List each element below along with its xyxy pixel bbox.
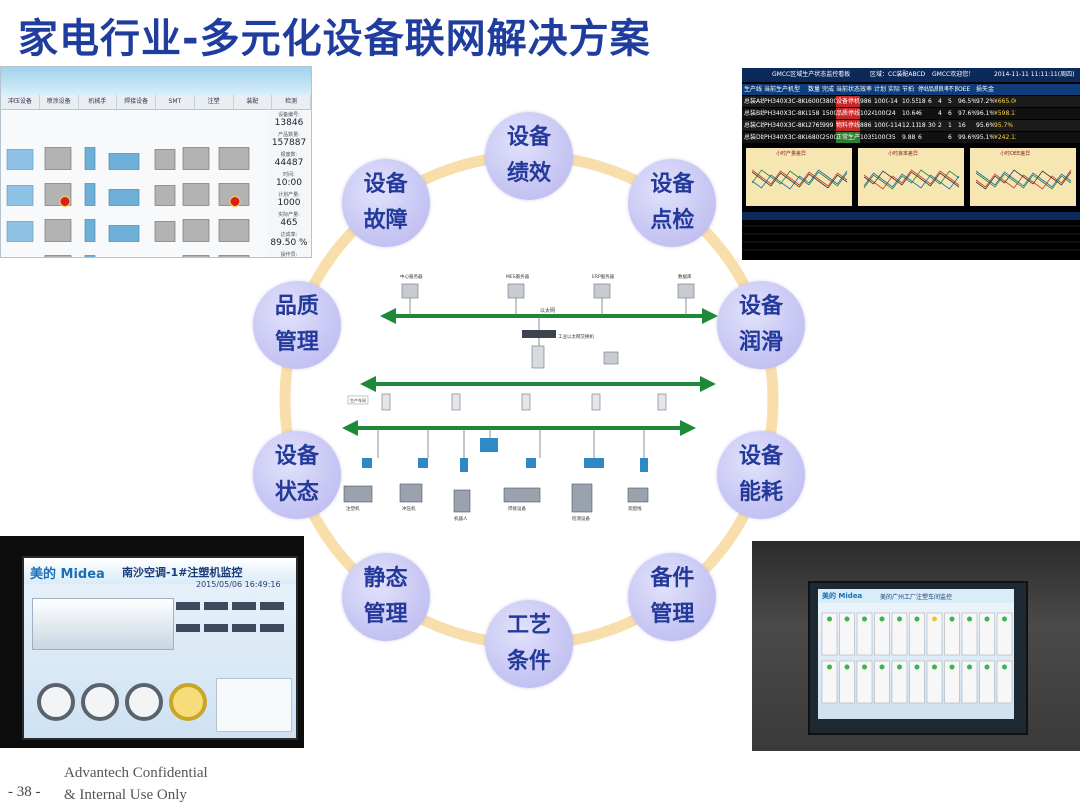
bubble-line-1: 工艺 (507, 608, 551, 644)
status-indicator (845, 665, 850, 670)
top-node-label: MES服务器 (506, 273, 530, 280)
capability-bubble: 静态管理 (342, 553, 430, 641)
bubble-line-1: 设备 (650, 167, 694, 203)
capability-bubble: 设备绩效 (485, 112, 573, 200)
screen-title: 南沙空调-1#注塑机监控 (122, 564, 242, 580)
status-indicator (1002, 665, 1007, 670)
bubble-line-1: 设备 (739, 439, 783, 475)
bubble-line-1: 设备 (275, 439, 319, 475)
machine-illustration (32, 598, 174, 650)
monitor-bezel: 美的 Midea 美的广州工厂注塑车间监控 (808, 581, 1028, 735)
status-indicator (967, 617, 972, 622)
status-indicator (827, 617, 832, 622)
monitor-photo-left: 美的 Midea 南沙空调-1#注塑机监控 2015/05/06 16:49:1… (0, 536, 304, 748)
capability-bubble: 工艺条件 (485, 600, 573, 688)
status-indicator (967, 665, 972, 670)
device-label: 注塑机 (346, 505, 360, 512)
network-switch (522, 330, 556, 338)
bubble-line-1: 品质 (275, 289, 319, 325)
status-indicator (880, 665, 885, 670)
monitor-screen: 美的 Midea 美的广州工厂注塑车间监控 (818, 589, 1014, 719)
device-label: 冲压机 (402, 505, 416, 512)
confidential-line-2: & Internal Use Only (64, 784, 208, 806)
device-label: 检测设备 (572, 515, 590, 522)
confidentiality-note: Advantech Confidential & Internal Use On… (64, 762, 208, 806)
bubble-line-2: 状态 (275, 475, 319, 511)
middle-label: 生产车间 (350, 397, 366, 403)
status-indicator (915, 617, 920, 622)
capability-bubble: 品质管理 (253, 281, 341, 369)
page-number: - 38 - (8, 784, 41, 801)
network-diagram: 以太网 中心服务器 MES服务器 ERP服务器 数据库 工业以太网交换机 生产车… (340, 262, 740, 532)
switch-label: 工业以太网交换机 (558, 333, 594, 340)
capability-bubble: 设备状态 (253, 431, 341, 519)
device-label: 机器人 (454, 515, 468, 522)
status-indicator (932, 665, 937, 670)
screen-timestamp: 2015/05/06 16:49:16 (196, 580, 281, 589)
bubble-line-2: 故障 (364, 203, 408, 239)
status-indicator (897, 665, 902, 670)
bubble-line-2: 管理 (650, 597, 694, 633)
screen-title: 美的广州工厂注塑车间监控 (880, 592, 952, 601)
top-node-label: 中心服务器 (400, 273, 423, 280)
bubble-line-1: 设备 (739, 289, 783, 325)
bubble-line-2: 条件 (507, 644, 551, 680)
bubble-line-2: 能耗 (739, 475, 783, 511)
capability-bubble: 设备故障 (342, 159, 430, 247)
status-indicator (985, 617, 990, 622)
monitor-photo-right: 美的 Midea 美的广州工厂注塑车间监控 (752, 541, 1080, 751)
backbone-label: 以太网 (540, 307, 555, 314)
bubble-line-1: 备件 (650, 561, 694, 597)
bubble-line-1: 设备 (507, 120, 551, 156)
gauge-row (32, 678, 212, 728)
bubble-line-1: 静态 (364, 561, 408, 597)
bubble-line-2: 点检 (650, 203, 694, 239)
confidential-line-1: Advantech Confidential (64, 762, 208, 784)
status-indicator (827, 665, 832, 670)
status-indicator (845, 617, 850, 622)
bubble-line-2: 绩效 (507, 156, 551, 192)
status-indicator (950, 617, 955, 622)
bubble-line-2: 润滑 (739, 325, 783, 361)
status-indicator (915, 665, 920, 670)
status-panel (216, 678, 292, 732)
top-node-label: ERP服务器 (592, 273, 615, 280)
status-indicator (932, 617, 937, 622)
brand-logo: 美的 Midea (30, 563, 105, 582)
status-indicator (985, 665, 990, 670)
brand-logo: 美的 Midea (822, 591, 862, 601)
status-indicator (950, 665, 955, 670)
status-indicator (880, 617, 885, 622)
status-indicator (897, 617, 902, 622)
server-box (532, 346, 544, 368)
top-node-label: 数据库 (678, 273, 692, 280)
bubble-line-2: 管理 (364, 597, 408, 633)
bubble-line-1: 设备 (364, 167, 408, 203)
device-label: 焊接设备 (508, 505, 526, 512)
status-indicator (862, 617, 867, 622)
value-grid (176, 602, 290, 672)
device-label: 装配线 (628, 505, 642, 512)
status-indicator (862, 665, 867, 670)
monitor-screen: 美的 Midea 南沙空调-1#注塑机监控 2015/05/06 16:49:1… (22, 556, 298, 740)
status-indicator (1002, 617, 1007, 622)
machine-tiles (818, 607, 1014, 717)
bubble-line-2: 管理 (275, 325, 319, 361)
capability-bubble: 设备点检 (628, 159, 716, 247)
